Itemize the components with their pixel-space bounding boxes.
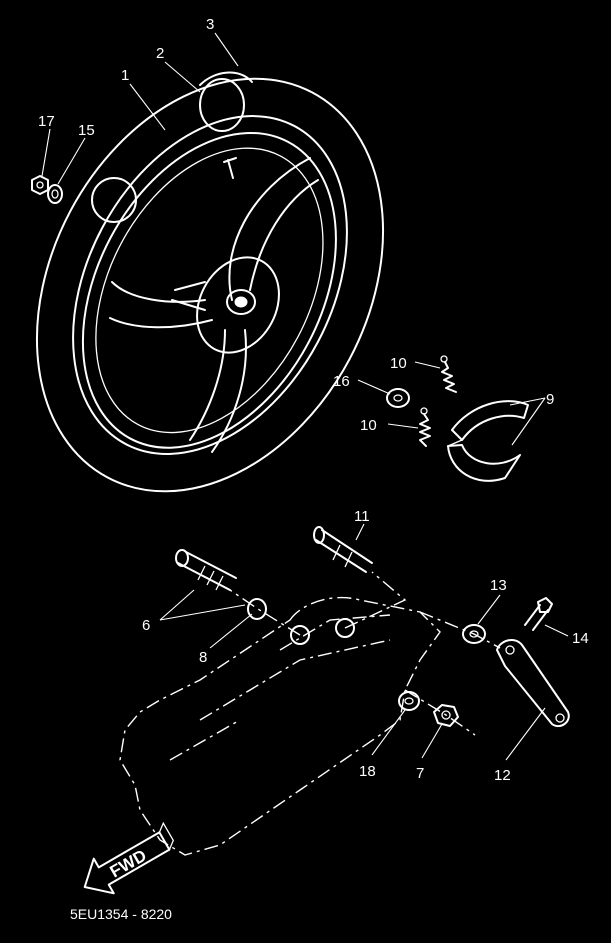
- callout-11: 11: [354, 508, 370, 525]
- callout-7: 7: [416, 765, 424, 782]
- leader-lines: [41, 32, 569, 761]
- bolt-14: [524, 597, 553, 631]
- callout-6: 6: [142, 617, 150, 634]
- tire-section-top: [199, 71, 253, 132]
- assembly-centerline-d: [404, 689, 476, 736]
- callout-13: 13: [490, 577, 507, 594]
- tire: [35, 77, 385, 493]
- callout-1: 1: [121, 67, 129, 84]
- callout-17: 17: [38, 113, 55, 130]
- spring-upper: [440, 355, 457, 393]
- nut-7: [433, 704, 459, 727]
- stud-bolts-6: [175, 549, 237, 591]
- camshaft-lever-12: [496, 638, 570, 728]
- valve-stem: [223, 157, 237, 179]
- washer-8: [247, 598, 267, 620]
- diagram-code: 5EU1354 - 8220: [70, 906, 172, 922]
- callout-15: 15: [78, 122, 95, 139]
- wheel-rim: [81, 131, 337, 449]
- assembly-centerline-b: [344, 571, 407, 629]
- wheel-spokes: [109, 157, 319, 453]
- callout-12: 12: [494, 767, 511, 784]
- callout-2: 2: [156, 45, 164, 62]
- fwd-arrow: FWD: [83, 821, 175, 895]
- nut-17: [31, 175, 49, 195]
- transmission-case: [119, 596, 441, 856]
- callout-10-lower: 10: [360, 417, 377, 434]
- callout-14: 14: [572, 630, 589, 647]
- assembly-centerline-c: [419, 611, 501, 649]
- callout-3: 3: [206, 16, 214, 33]
- washer-13: [462, 624, 486, 644]
- wheel-hub: [171, 256, 280, 354]
- brake-camshaft-11: [313, 526, 373, 573]
- callout-10-upper: 10: [390, 355, 407, 372]
- callout-18: 18: [359, 763, 376, 780]
- callout-8: 8: [199, 649, 207, 666]
- callout-9: 9: [546, 391, 554, 408]
- callout-16: 16: [333, 373, 350, 390]
- washer-15: [47, 184, 63, 204]
- spring-lower: [419, 407, 431, 447]
- callout-labels: 1 2 3 17 15 10 16 10 9 11 6 8 13 14 18 7…: [38, 16, 589, 784]
- tire-section-left: [91, 177, 137, 223]
- brake-shoe-assembly: [447, 400, 529, 482]
- washer-16: [386, 388, 410, 408]
